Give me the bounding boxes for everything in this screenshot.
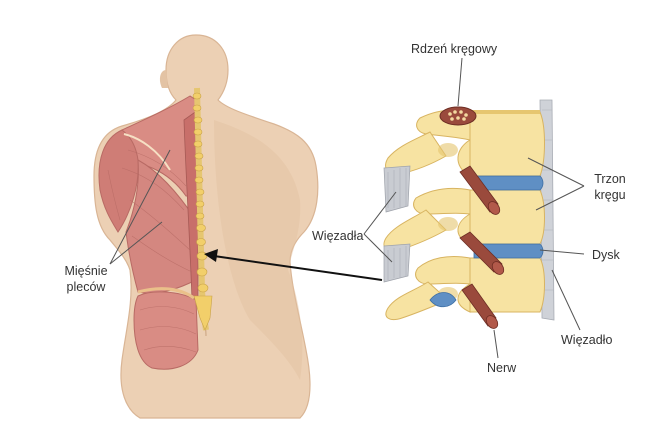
spinal-cord (439, 106, 477, 126)
spine-detail (383, 99, 555, 329)
nerve-roots (459, 165, 505, 329)
label-vertebral-body-line1: Trzon (594, 172, 626, 186)
vertebral-bodies (469, 110, 545, 313)
label-back-muscles-line2: pleców (66, 279, 106, 294)
leader-lines (109, 57, 585, 359)
figure-spine (192, 87, 213, 331)
posterior-ligaments (383, 165, 411, 283)
vertebral-processes (383, 109, 471, 321)
label-back-muscles-line1: Mięśnie (64, 264, 108, 278)
label-spinal-cord: Rdzeń kręgowy (411, 42, 498, 56)
callout-arrow (204, 249, 383, 281)
label-back-muscles: Mięśnie pleców (56, 264, 116, 295)
back-muscles (98, 95, 199, 370)
label-nerve: Nerw (487, 361, 517, 375)
label-disc: Dysk (592, 248, 620, 262)
label-vertebral-body: Trzon kręgu (588, 172, 632, 203)
ear-shape (159, 70, 168, 88)
label-vertebral-body-line2: kręgu (594, 187, 626, 202)
back-shading (214, 120, 303, 380)
label-ligament: Więzadło (561, 333, 613, 347)
label-ligaments: Więzadła (312, 229, 364, 243)
human-back-figure (93, 34, 319, 419)
disc-fragment (429, 292, 457, 308)
